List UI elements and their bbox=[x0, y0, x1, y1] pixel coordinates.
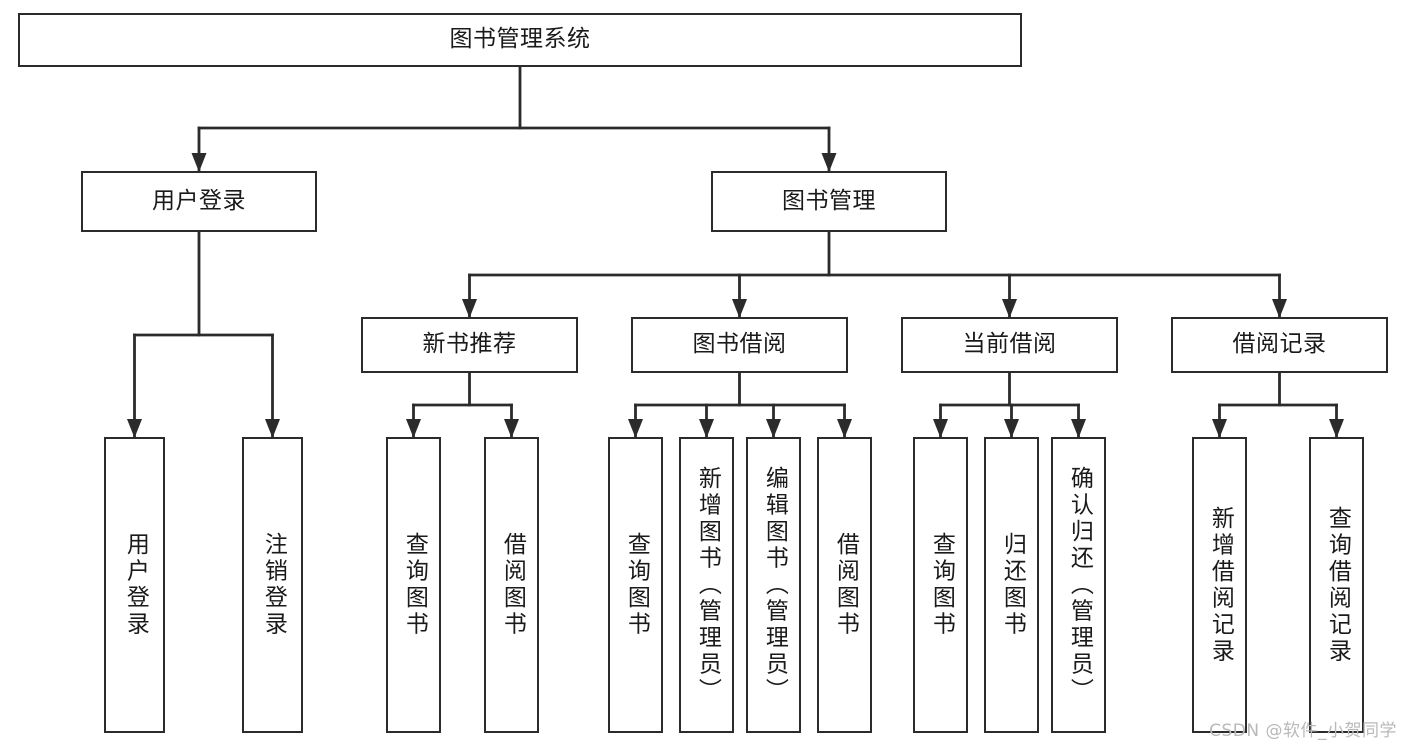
node-l-borrow1[interactable]: 借阅图书 bbox=[484, 437, 539, 733]
node-label: 借阅图书 bbox=[832, 532, 859, 638]
node-l-query3[interactable]: 查询图书 bbox=[913, 437, 968, 733]
node-label: 归还图书 bbox=[999, 532, 1026, 638]
node-l-borrow2[interactable]: 借阅图书 bbox=[817, 437, 872, 733]
node-label: 查询图书 bbox=[401, 532, 428, 638]
node-bookmgmt[interactable]: 图书管理 bbox=[711, 171, 947, 232]
node-label: 新书推荐 bbox=[422, 331, 517, 358]
node-login[interactable]: 用户登录 bbox=[81, 171, 317, 232]
node-root[interactable]: 图书管理系统 bbox=[18, 13, 1022, 67]
node-label: 图书管理系统 bbox=[449, 26, 591, 53]
node-l-addrec[interactable]: 新增借阅记录 bbox=[1192, 437, 1247, 733]
node-label: 新增图书（管理员） bbox=[694, 465, 721, 705]
node-l-edit[interactable]: 编辑图书（管理员） bbox=[746, 437, 801, 733]
node-borrow[interactable]: 图书借阅 bbox=[631, 317, 848, 373]
node-label: 图书管理 bbox=[782, 187, 876, 214]
node-l-confirm[interactable]: 确认归还（管理员） bbox=[1051, 437, 1106, 733]
node-label: 用户登录 bbox=[122, 532, 149, 638]
node-label: 查询借阅记录 bbox=[1324, 505, 1351, 665]
node-label: 用户登录 bbox=[152, 187, 246, 214]
node-l-qryrec[interactable]: 查询借阅记录 bbox=[1309, 437, 1364, 733]
csdn-watermark: CSDN @软件_小贺同学 bbox=[1209, 721, 1397, 741]
node-label: 新增借阅记录 bbox=[1207, 505, 1234, 665]
node-label: 确认归还（管理员） bbox=[1066, 465, 1093, 705]
node-records[interactable]: 借阅记录 bbox=[1171, 317, 1388, 373]
node-label: 查询图书 bbox=[623, 532, 650, 638]
node-label: 借阅图书 bbox=[499, 532, 526, 638]
node-label: 注销登录 bbox=[260, 532, 287, 638]
node-l-query2[interactable]: 查询图书 bbox=[608, 437, 663, 733]
node-label: 借阅记录 bbox=[1232, 331, 1327, 358]
node-l-login[interactable]: 用户登录 bbox=[104, 437, 165, 733]
node-l-return[interactable]: 归还图书 bbox=[984, 437, 1039, 733]
node-label: 图书借阅 bbox=[692, 331, 787, 358]
node-l-add[interactable]: 新增图书（管理员） bbox=[679, 437, 734, 733]
node-label: 查询图书 bbox=[928, 532, 955, 638]
node-label: 编辑图书（管理员） bbox=[761, 465, 788, 705]
node-current[interactable]: 当前借阅 bbox=[901, 317, 1118, 373]
node-label: 当前借阅 bbox=[962, 331, 1057, 358]
node-l-query1[interactable]: 查询图书 bbox=[386, 437, 441, 733]
node-l-logout[interactable]: 注销登录 bbox=[242, 437, 303, 733]
node-newbook[interactable]: 新书推荐 bbox=[361, 317, 578, 373]
